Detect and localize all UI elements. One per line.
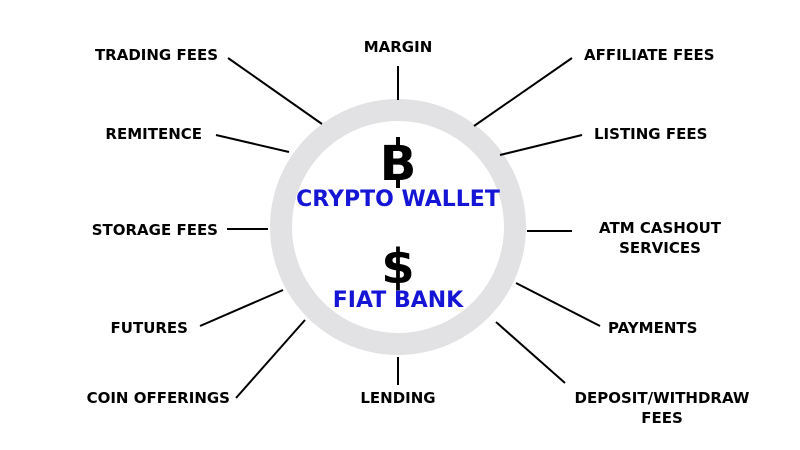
connector-affiliate-fees: [473, 57, 573, 127]
fiat-bank-label: FIAT BANK: [333, 288, 464, 313]
connector-trading-fees: [227, 57, 323, 125]
connector-coin-offerings: [235, 319, 306, 399]
connector-deposit-withdraw: [495, 321, 566, 384]
remitence-label: REMITENCE: [105, 125, 202, 143]
payments-label: PAYMENTS: [608, 319, 697, 337]
connector-listing-fees: [499, 134, 583, 156]
trading-fees-label: TRADING FEES: [95, 46, 218, 64]
crypto-wallet-label: CRYPTO WALLET: [296, 187, 500, 212]
deposit-withdraw-label-line1: DEPOSIT/WITHDRAW: [575, 389, 750, 407]
connector-remitence: [215, 134, 290, 153]
affiliate-fees-label: AFFILIATE FEES: [584, 46, 715, 64]
listing-fees-label: LISTING FEES: [594, 125, 707, 143]
atm-cashout-label-line1: ATM CASHOUT: [599, 219, 722, 237]
connector-payments: [515, 282, 601, 327]
center-ring: [270, 99, 526, 355]
deposit-withdraw-label-line2: FEES: [641, 409, 683, 427]
storage-fees-label: STORAGE FEES: [92, 221, 218, 239]
dollar-symbol-icon: $: [381, 239, 414, 295]
lending-label: LENDING: [360, 389, 435, 407]
atm-cashout-label-line2: SERVICES: [619, 239, 701, 257]
futures-label: FUTURES: [111, 319, 188, 337]
connector-futures: [199, 289, 284, 327]
coin-offerings-label: COIN OFFERINGS: [87, 389, 230, 407]
margin-label: MARGIN: [364, 38, 433, 56]
